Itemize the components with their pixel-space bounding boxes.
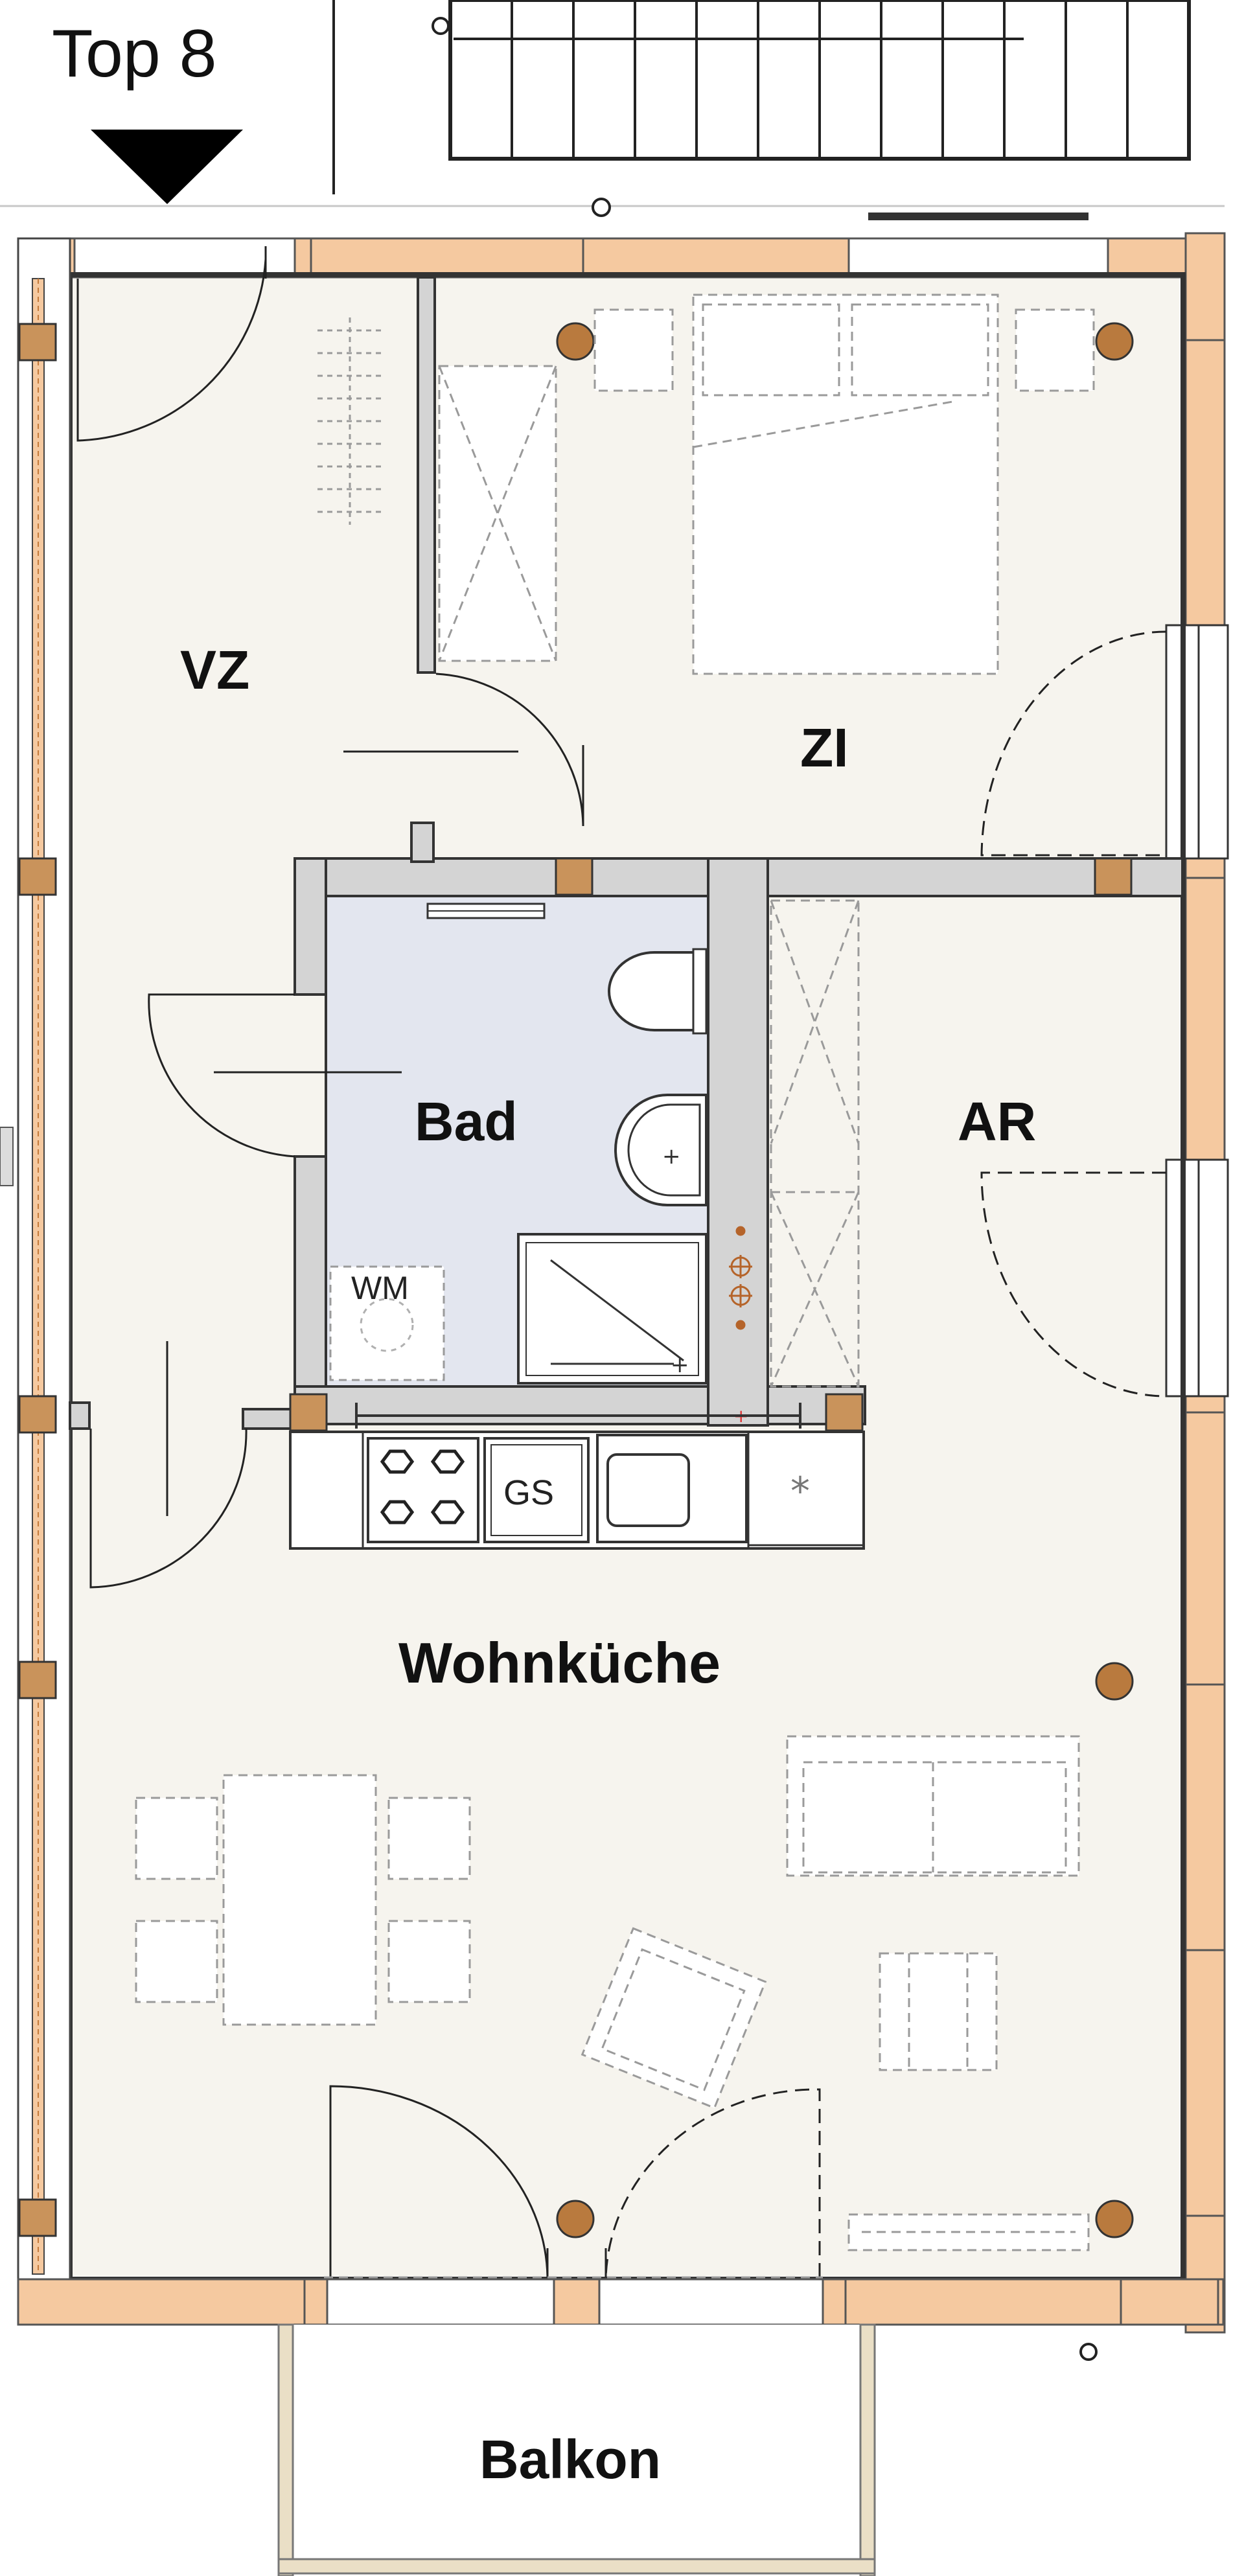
entrance-arrow-icon: [91, 130, 243, 204]
hallway-cabinet: [317, 317, 382, 525]
bathroom: + + WM +: [325, 895, 752, 1427]
doors: [76, 246, 1167, 2279]
balcony-door-left: [329, 2085, 549, 2278]
nightstand-left: [593, 308, 674, 392]
living-door: [89, 1428, 248, 1589]
fridge-star-icon: *: [790, 1469, 810, 1514]
armchair: [581, 1927, 767, 2110]
balcony-door-right: [605, 2088, 821, 2278]
living-window-door: [980, 1171, 1167, 1397]
storage-wardrobe: [770, 899, 860, 1388]
staircase: [432, 0, 1191, 161]
bath-rail: [355, 1403, 801, 1429]
room-label-bad: Bad: [415, 1091, 518, 1152]
dining-table: [222, 1774, 377, 2026]
top-context: [0, 0, 1225, 220]
columns-round: [556, 322, 1134, 2238]
unit-title: Top 8: [52, 16, 216, 91]
room-label-balkon: Balkon: [479, 2429, 661, 2490]
sink-plus-icon: +: [662, 1144, 681, 1169]
interior-walls: [69, 276, 1184, 1430]
dishwasher: [483, 1437, 590, 1543]
entrance-door: [76, 259, 267, 442]
bathroom-door: [148, 993, 295, 1158]
shower-tray: [517, 1233, 708, 1385]
room-label-ar: AR: [958, 1091, 1036, 1152]
living-furniture: [135, 1735, 1090, 2251]
toilet-icon: [608, 951, 701, 1031]
nightstand-right: [1015, 308, 1095, 392]
pipe-symbols: [729, 1226, 752, 1330]
svg-text:+: +: [671, 1352, 689, 1378]
room-label-zi: ZI: [800, 717, 849, 778]
bedroom-door: [435, 673, 584, 827]
bedroom-furniture: [438, 293, 1095, 675]
room-label-vz: VZ: [180, 639, 249, 700]
washing-machine: [329, 1265, 445, 1381]
cooktop: [367, 1437, 479, 1543]
room-label-wohnkueche: Wohnküche: [398, 1631, 720, 1695]
coffee-table: [879, 1952, 998, 2071]
kitchen-counter: GS *: [289, 1431, 865, 1550]
bedroom-window-door: [980, 630, 1167, 857]
gs-label: GS: [503, 1473, 554, 1512]
balcony: [277, 2323, 876, 2576]
columns-square: [18, 323, 1133, 2237]
